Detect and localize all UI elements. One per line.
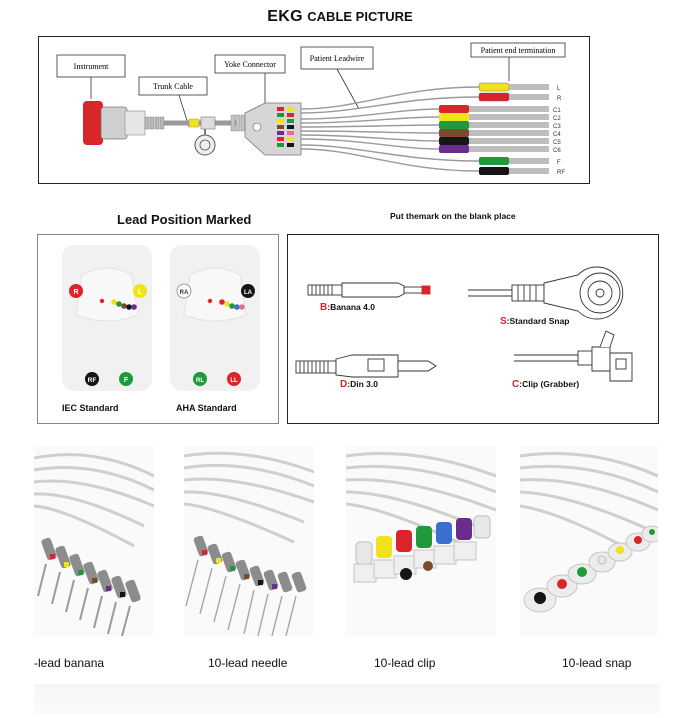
snap-letter: S [500,316,507,327]
connector-drawings [295,266,633,382]
bottom-fade-strip [34,684,660,714]
instrument-plug-body [100,106,128,140]
iec-label-f: F [124,377,129,384]
clip-connector [514,330,633,382]
din-label: D:Din 3.0 [340,379,378,390]
patient-leadwires [300,86,480,172]
page-title: EKG CABLE PICTURE [0,8,680,26]
photo-banana [33,446,155,637]
lead-tag: C5 [553,140,561,146]
snap-connector [468,266,624,320]
title-prefix: EKG [267,8,303,25]
photo-needle-drawing [183,446,315,637]
aha-caption: AHA Standard [176,403,237,413]
patient-end-callout-box [470,42,566,58]
aha-electrode-la [241,284,255,298]
lead-tag: C1 [553,108,561,114]
photo-clip-label: 10-lead clip [374,656,436,670]
yoke-connector-callout: Yoke Connector [224,60,276,69]
iec-caption: IEC Standard [62,403,119,413]
din-letter: D [340,379,348,390]
iec-label-rf: RF [88,377,97,384]
clip-letter: C [512,379,520,390]
lead-position-figures: R L RF F RA LA RL LL [62,245,260,391]
lead-position-heading: Lead Position Marked [117,212,252,227]
photo-snap-drawing [519,446,663,636]
iec-label-r: R [73,289,78,296]
clip-text: :Clip (Grabber) [519,379,580,389]
photo-clip [345,446,497,636]
instrument-callout: Instrument [74,62,109,71]
iec-label-l: L [138,289,143,296]
trunk-cable-callout-box [138,76,208,96]
connectors-frame: B:Banana 4.0 S:Standard Snap D:Din 3.0 C… [287,234,659,424]
yoke-pins [277,107,294,147]
clip-label: C:Clip (Grabber) [512,379,579,390]
photo-banana-drawing [33,446,155,637]
instrument-plug [83,101,103,145]
lead-tags: L R C1 C2 C3 C4 C5 C6 F RF [553,86,565,176]
photo-clip-drawing [345,446,497,636]
patient-leadwire-callout: Patient Leadwire [310,54,365,63]
banana-connector [307,282,431,298]
trunk-cable-callout: Trunk Cable [153,82,193,91]
lead-tag: C4 [553,132,561,138]
din-connector [295,354,437,378]
banana-letter: B [320,302,328,313]
iec-electrode-rf [85,372,99,386]
iec-electrode-f [119,372,133,386]
cable-adapter [194,134,216,156]
photo-needle-label: 10-lead needle [208,656,288,670]
aha-label-ll: LL [230,378,238,384]
aha-chest-electrodes [207,298,245,310]
lead-tag: C3 [553,124,561,130]
yoke-connector-callout-box [214,54,286,74]
lead-plugs [439,82,549,175]
photo-snap [519,446,663,636]
banana-text: :Banana 4.0 [327,302,375,312]
lead-tag: C2 [553,116,561,122]
aha-label-ra: RA [180,290,189,296]
photo-snap-label: 10-lead snap [562,656,632,670]
cable-diagram: Instrument Trunk Cable Yoke Connector Pa… [56,42,566,176]
title-rest: CABLE PICTURE [307,9,413,24]
lead-tag: F [557,160,561,166]
aha-electrode-ll [227,372,241,386]
lead-tag: R [557,96,562,102]
trunk-strain-relief [144,116,165,130]
lead-tag: C6 [553,148,561,154]
iec-electrode-l [133,284,147,298]
din-text: :Din 3.0 [347,379,378,389]
photo-needle [183,446,315,637]
aha-electrode-rl [193,372,207,386]
patient-end-callout: Patient end termination [481,46,556,55]
lead-tag: L [557,86,561,92]
aha-electrode-ra [176,283,192,299]
iec-electrode-r [69,284,83,298]
connectors-heading: Put themark on the blank place [390,211,516,221]
cable-diagram-frame: Instrument Trunk Cable Yoke Connector Pa… [38,36,590,184]
lead-tag: RF [557,170,565,176]
iec-chest-electrodes [99,298,137,310]
aha-label-la: LA [244,290,253,296]
snap-label: S:Standard Snap [500,316,569,327]
lead-position-frame: R L RF F RA LA RL LL IEC Standard AHA [37,234,279,424]
banana-label: B:Banana 4.0 [320,302,375,313]
snap-text: :Standard Snap [506,316,570,326]
aha-label-rl: RL [196,378,204,384]
photo-banana-label: -lead banana [34,656,105,670]
